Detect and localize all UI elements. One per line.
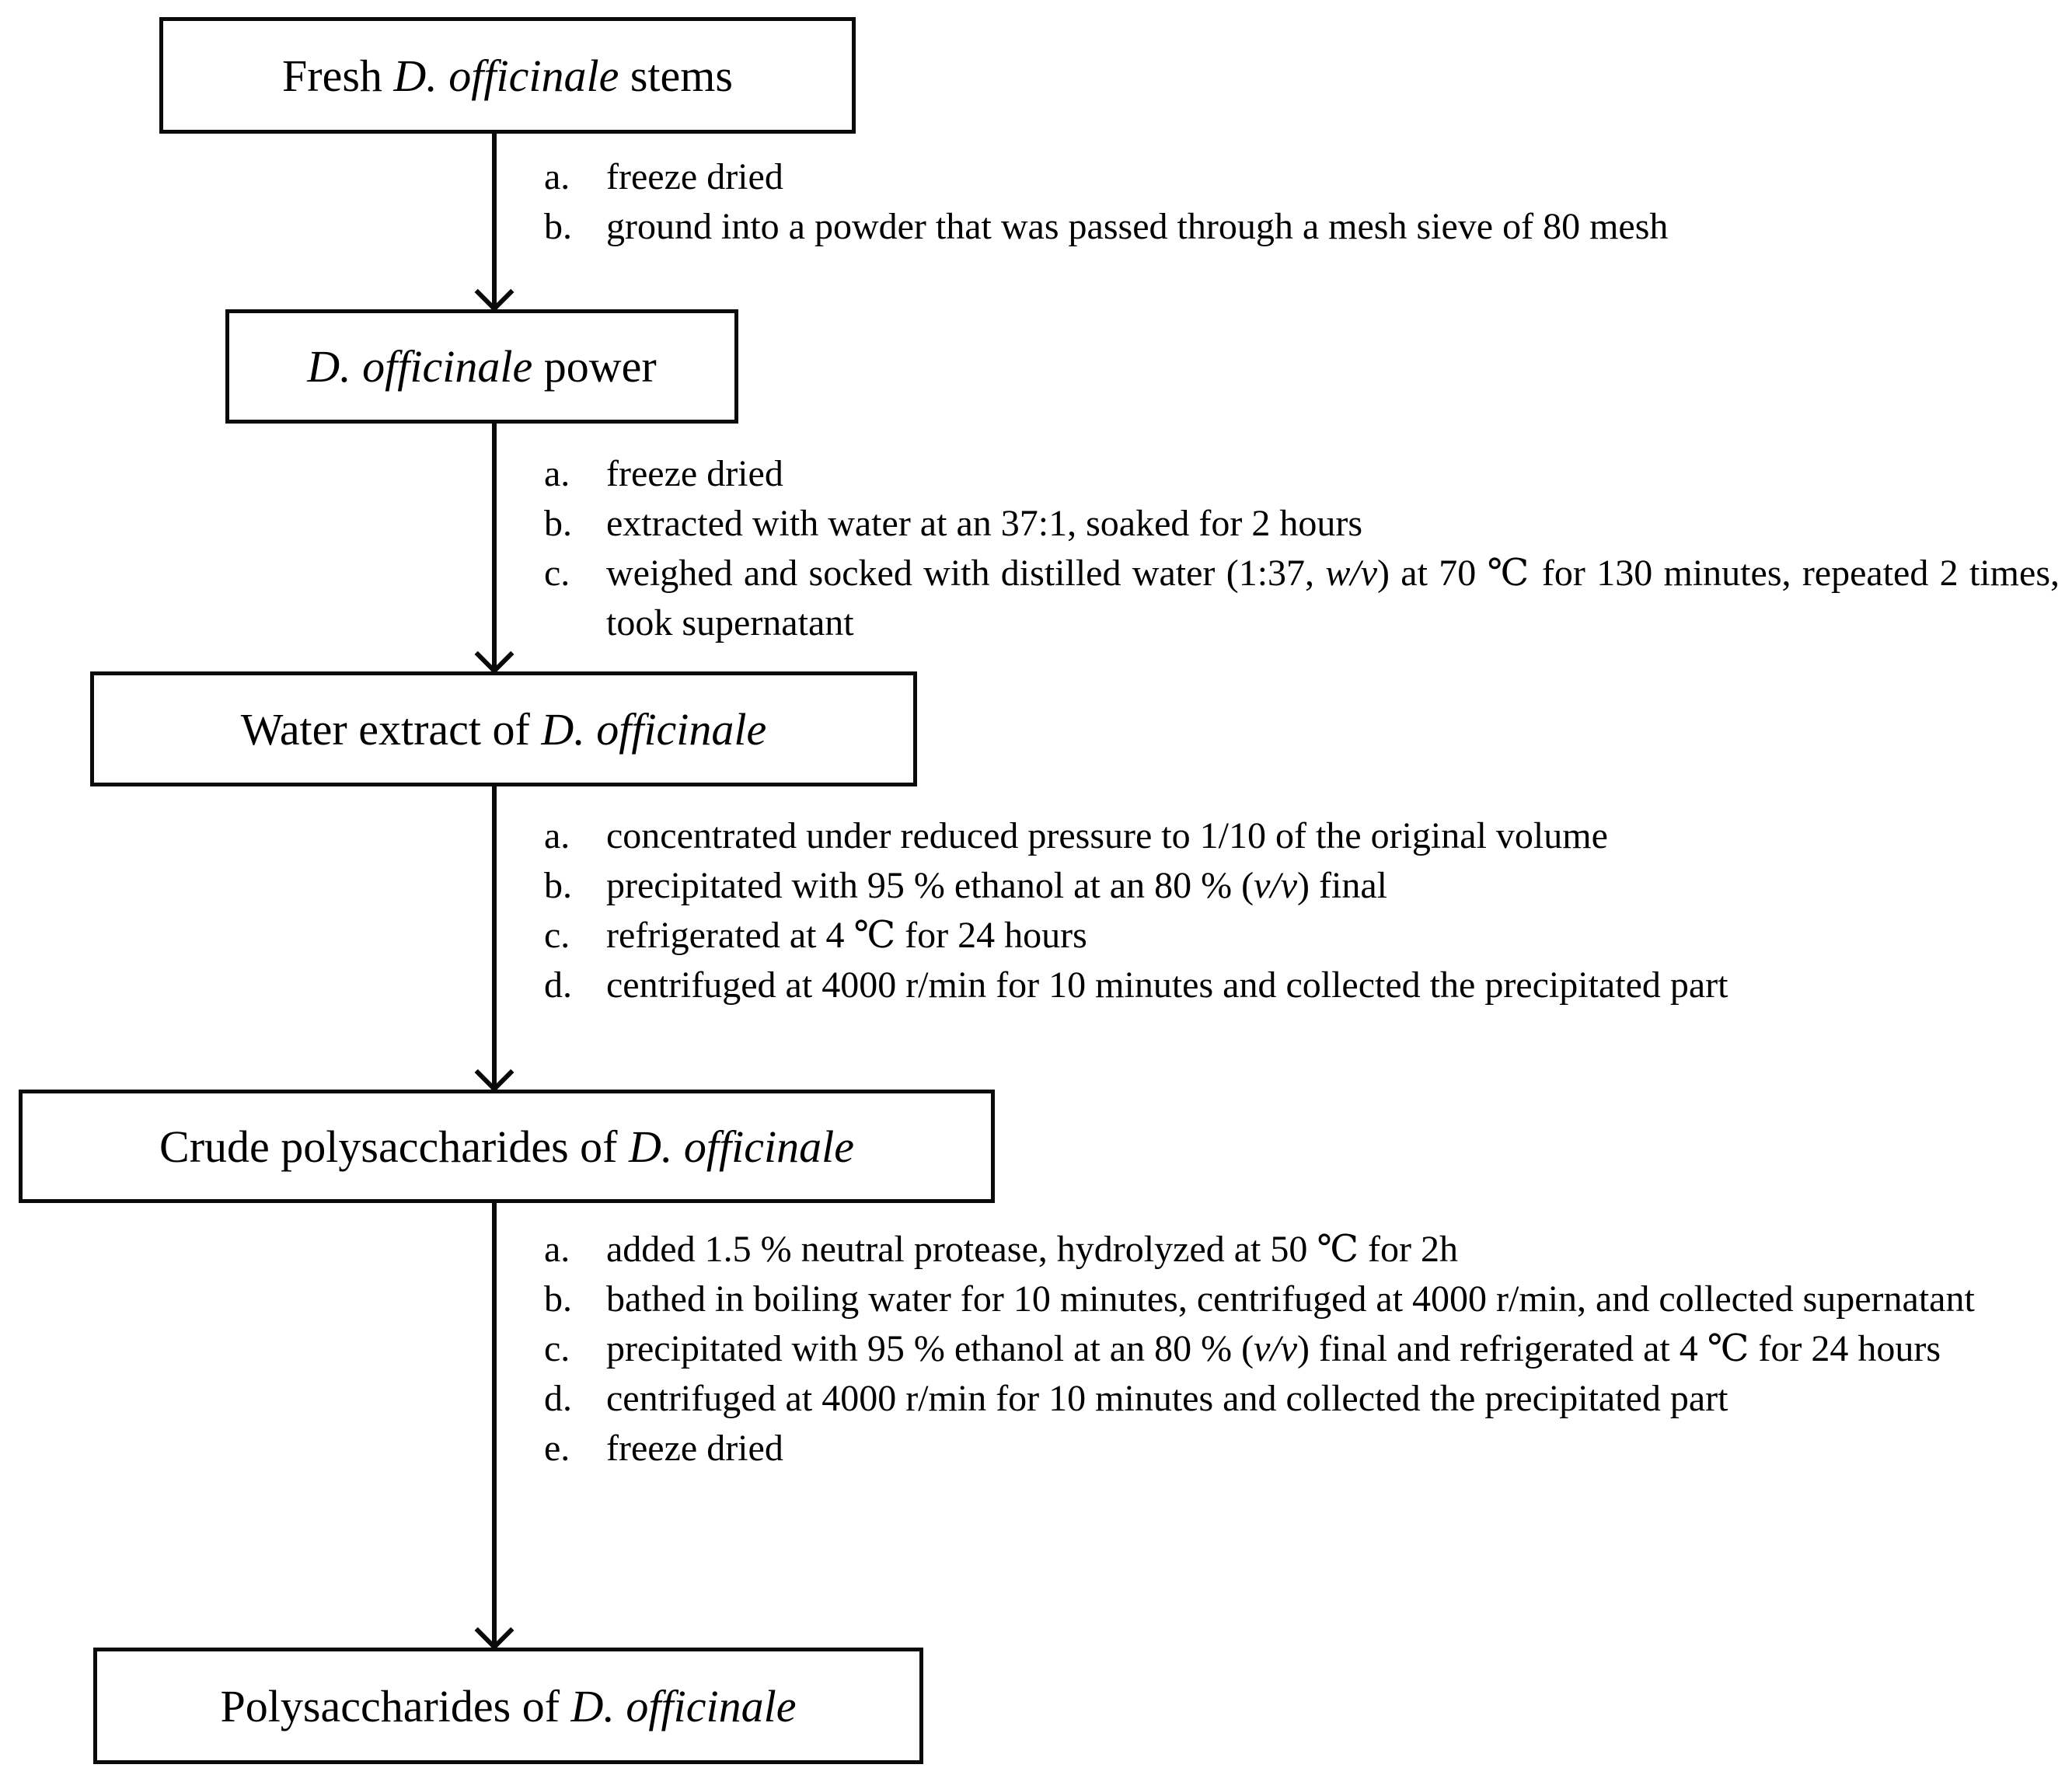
step-text: ) final and refrigerated at 4 ℃ for 24 h… xyxy=(1297,1328,1941,1369)
process-step: b. ground into a powder that was passed t… xyxy=(544,202,2060,252)
node-water-extract: Water extract of D. officinale xyxy=(90,671,917,786)
arrowhead-down-icon xyxy=(474,634,515,675)
arrowhead-down-icon xyxy=(474,1610,515,1651)
flow-arrow-2 xyxy=(474,424,515,675)
node-label-post: stems xyxy=(619,50,733,101)
flow-arrow-4 xyxy=(474,1203,515,1651)
step-letter: a. xyxy=(544,453,570,494)
step-text: precipitated with 95 % ethanol at an 80 … xyxy=(606,1328,1254,1369)
step-letter: a. xyxy=(544,815,570,856)
ratio-abbrev-italic: v/v xyxy=(1254,865,1298,906)
step-letter: c. xyxy=(544,915,570,956)
node-label-pre: Crude polysaccharides of xyxy=(159,1121,629,1172)
step-letter: a. xyxy=(544,156,570,197)
step-text: freeze dried xyxy=(606,453,783,494)
arrow-shaft xyxy=(492,424,497,670)
arrowhead-down-icon xyxy=(474,1052,515,1093)
step-list-4: a. added 1.5 % neutral protease, hydrolyz… xyxy=(544,1225,2060,1473)
step-letter: a. xyxy=(544,1229,570,1270)
process-step: c. weighed and socked with distilled wate… xyxy=(544,549,2060,648)
step-letter: c. xyxy=(544,1328,570,1369)
step-text: freeze dried xyxy=(606,156,783,197)
arrow-shaft xyxy=(492,1203,497,1646)
step-text: refrigerated at 4 ℃ for 24 hours xyxy=(606,915,1087,956)
ratio-abbrev-italic: w/v xyxy=(1325,553,1377,594)
step-text: ground into a powder that was passed thr… xyxy=(606,206,1669,247)
species-name: D. officinale xyxy=(629,1121,854,1172)
step-text: added 1.5 % neutral protease, hydrolyzed… xyxy=(606,1229,1459,1270)
process-step: a. freeze dried xyxy=(544,152,2060,202)
step-text: freeze dried xyxy=(606,1428,783,1469)
step-letter: d. xyxy=(544,964,572,1006)
node-polysaccharides: Polysaccharides of D. officinale xyxy=(93,1648,923,1764)
process-step: e. freeze dried xyxy=(544,1424,2060,1473)
step-text: bathed in boiling water for 10 minutes, … xyxy=(606,1278,1975,1320)
process-step: b. extracted with water at an 37:1, soake… xyxy=(544,499,2060,549)
step-text: ) final xyxy=(1297,865,1387,906)
step-list-2: a. freeze dried b. extracted with water at … xyxy=(544,449,2060,648)
step-letter: c. xyxy=(544,553,570,594)
arrow-shaft xyxy=(492,786,497,1088)
step-letter: b. xyxy=(544,865,572,906)
flow-arrow-3 xyxy=(474,786,515,1093)
process-step: c. precipitated with 95 % ethanol at an 8… xyxy=(544,1324,2060,1374)
step-text: weighed and socked with distilled water … xyxy=(606,553,1326,594)
node-label-post: power xyxy=(532,341,657,392)
step-text: ) at 70 ℃ for 130 minutes, repeated 2 ti… xyxy=(606,553,2060,643)
step-list-1: a. freeze dried b. ground into a powder tha… xyxy=(544,152,2060,252)
process-step: d. centrifuged at 4000 r/min for 10 minut… xyxy=(544,1374,2060,1424)
arrow-shaft xyxy=(492,133,497,308)
species-name: D. officinale xyxy=(541,703,767,755)
step-text: concentrated under reduced pressure to 1… xyxy=(606,815,1608,856)
step-letter: b. xyxy=(544,206,572,247)
process-step: a. added 1.5 % neutral protease, hydrolyz… xyxy=(544,1225,2060,1275)
process-step: b. bathed in boiling water for 10 minutes… xyxy=(544,1275,2060,1324)
process-step: a. concentrated under reduced pressure to… xyxy=(544,811,2060,861)
step-letter: d. xyxy=(544,1378,572,1419)
ratio-abbrev-italic: v/v xyxy=(1254,1328,1298,1369)
node-crude-polysaccharides: Crude polysaccharides of D. officinale xyxy=(19,1090,995,1203)
step-text: centrifuged at 4000 r/min for 10 minutes… xyxy=(606,964,1728,1006)
arrowhead-down-icon xyxy=(474,272,515,312)
step-letter: e. xyxy=(544,1428,570,1469)
flow-arrow-1 xyxy=(474,133,515,312)
process-step: d. centrifuged at 4000 r/min for 10 minut… xyxy=(544,961,2060,1010)
node-label-pre: Water extract of xyxy=(240,703,542,755)
step-text: centrifuged at 4000 r/min for 10 minutes… xyxy=(606,1378,1728,1419)
step-letter: b. xyxy=(544,1278,572,1320)
species-name: D. officinale xyxy=(570,1680,797,1731)
node-powder: D. officinale power xyxy=(225,309,738,424)
node-label-pre: Polysaccharides of xyxy=(220,1680,571,1731)
species-name: D. officinale xyxy=(393,50,619,101)
species-name: D. officinale xyxy=(307,341,533,392)
process-step: b. precipitated with 95 % ethanol at an 8… xyxy=(544,861,2060,911)
process-step: c. refrigerated at 4 ℃ for 24 hours xyxy=(544,911,2060,961)
step-list-3: a. concentrated under reduced pressure to… xyxy=(544,811,2060,1010)
step-letter: b. xyxy=(544,503,572,544)
process-step: a. freeze dried xyxy=(544,449,2060,499)
node-fresh-stems: Fresh D. officinale stems xyxy=(159,17,856,134)
step-text: precipitated with 95 % ethanol at an 80 … xyxy=(606,865,1254,906)
node-label-pre: Fresh xyxy=(282,50,394,101)
step-text: extracted with water at an 37:1, soaked … xyxy=(606,503,1363,544)
